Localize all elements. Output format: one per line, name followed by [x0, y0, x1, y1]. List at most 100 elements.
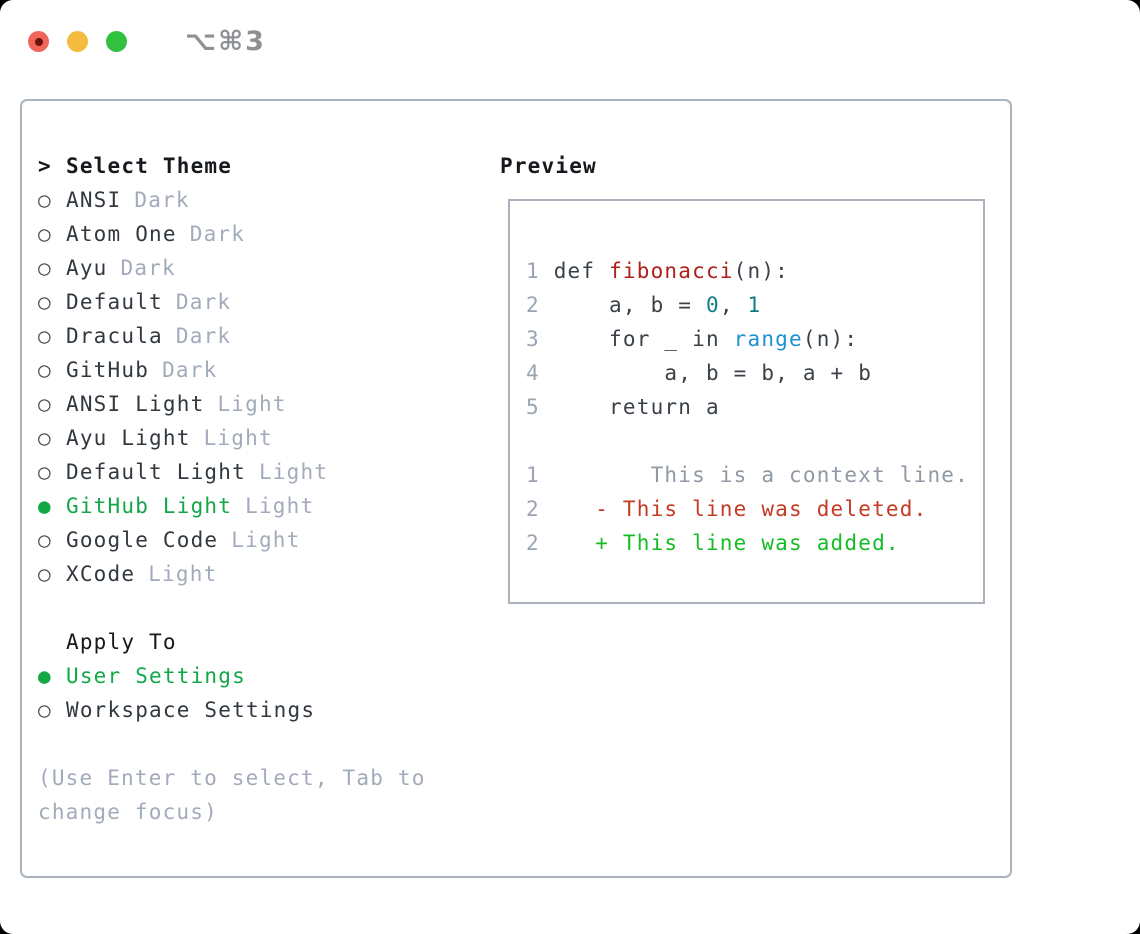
theme-option-google-code[interactable]: ○ Google Code Light [38, 523, 500, 557]
diff-line: 1 This is a context line. [526, 458, 983, 492]
theme-options-list: ○ ANSI Dark ○ Atom One Dark ○ Ayu Dark ○… [38, 183, 500, 591]
maximize-button[interactable] [106, 31, 127, 52]
theme-option-ansi[interactable]: ○ ANSI Dark [38, 183, 500, 217]
window-titlebar: ⌥⌘3 [28, 26, 266, 57]
radio-icon: ○ [38, 392, 52, 416]
theme-name: XCode [66, 562, 136, 586]
theme-option-default[interactable]: ○ Default Dark [38, 285, 500, 319]
radio-icon: ○ [38, 290, 52, 314]
theme-name: ANSI Light [66, 392, 205, 416]
code-segment-del: - This line was deleted. [553, 497, 928, 521]
apply-option-label: Workspace Settings [66, 698, 316, 722]
theme-name: Dracula [66, 324, 163, 348]
code-line: 5 return a [526, 390, 983, 424]
code-segment-fg: a, b = [553, 293, 706, 317]
apply-to-options-list: ● User Settings ○ Workspace Settings [38, 659, 500, 727]
theme-option-xcode[interactable]: ○ XCode Light [38, 557, 500, 591]
select-theme-label: Select Theme [66, 154, 233, 178]
theme-name: Default Light [66, 460, 246, 484]
theme-name: Ayu [66, 256, 108, 280]
theme-variant: Dark [175, 324, 232, 348]
code-segment-add: + This line was added. [553, 531, 900, 555]
preview-header: Preview [500, 154, 597, 178]
code-line: 4 a, b = b, a + b [526, 356, 983, 390]
code-segment-builtin: range [733, 327, 803, 351]
line-number: 3 [526, 327, 554, 351]
theme-option-ayu-light[interactable]: ○ Ayu Light Light [38, 421, 500, 455]
code-segment-func: fibonacci [609, 259, 734, 283]
radio-icon: ● [38, 494, 52, 518]
theme-variant: Dark [134, 188, 190, 212]
line-number: 1 [526, 259, 554, 283]
code-segment-fg: def [553, 259, 610, 283]
radio-icon: ○ [38, 222, 52, 246]
code-segment-ctx: This is a context line. [553, 463, 969, 487]
spacer [38, 591, 500, 625]
theme-variant: Dark [120, 256, 176, 280]
theme-variant: Light [258, 460, 329, 484]
theme-variant: Dark [175, 290, 232, 314]
code-segment-fg: return a [553, 395, 720, 419]
radio-icon: ○ [38, 324, 52, 348]
code-segment-fg: for _ in [553, 327, 734, 351]
line-number: 2 [526, 531, 554, 555]
blank-line [526, 424, 983, 458]
theme-option-ayu[interactable]: ○ Ayu Dark [38, 251, 500, 285]
code-line: 2 a, b = 0, 1 [526, 288, 983, 322]
line-number: 1 [526, 463, 554, 487]
code-segment-fg: , [719, 293, 748, 317]
apply-option-label: User Settings [66, 664, 246, 688]
radio-icon: ○ [38, 256, 52, 280]
theme-settings-panel: > Select Theme ○ ANSI Dark ○ Atom One Da… [20, 99, 1012, 878]
spacer [38, 727, 500, 761]
theme-option-default-light[interactable]: ○ Default Light Light [38, 455, 500, 489]
theme-option-ansi-light[interactable]: ○ ANSI Light Light [38, 387, 500, 421]
code-segment-num: 1 [747, 293, 762, 317]
theme-name: ANSI [66, 188, 122, 212]
theme-name: GitHub [66, 358, 150, 382]
theme-name: Atom One [66, 222, 177, 246]
apply-to-label: Apply To [66, 630, 177, 654]
theme-variant: Light [217, 392, 287, 416]
help-text-line-2: change focus) [38, 800, 218, 824]
code-line: 3 for _ in range(n): [526, 322, 983, 356]
apply-option-user-settings[interactable]: ● User Settings [38, 659, 500, 693]
line-number: 2 [526, 497, 554, 521]
focus-caret-icon: > [38, 154, 52, 178]
theme-name: GitHub Light [66, 494, 233, 518]
theme-option-github[interactable]: ○ GitHub Dark [38, 353, 500, 387]
code-segment-fg: (n): [733, 259, 790, 283]
line-number: 5 [526, 395, 554, 419]
select-theme-header: > Select Theme [38, 149, 500, 183]
code-segment-num: 0 [705, 293, 720, 317]
theme-option-atom-one[interactable]: ○ Atom One Dark [38, 217, 500, 251]
diff-line: 2 - This line was deleted. [526, 492, 983, 526]
theme-name: Google Code [66, 528, 219, 552]
line-number: 4 [526, 361, 554, 385]
theme-name: Default [66, 290, 163, 314]
help-text-line-1: (Use Enter to select, Tab to [38, 766, 426, 790]
theme-option-dracula[interactable]: ○ Dracula Dark [38, 319, 500, 353]
radio-icon: ○ [38, 188, 52, 212]
theme-variant: Light [203, 426, 273, 450]
theme-variant: Light [245, 494, 315, 518]
theme-variant: Light [148, 562, 218, 586]
preview-column: Preview 1 def fibonacci(n):2 a, b = 0, 1… [500, 149, 996, 876]
code-segment-fg: a, b = b, a + b [553, 361, 873, 385]
apply-to-header: Apply To [38, 625, 500, 659]
minimize-button[interactable] [67, 31, 88, 52]
unsaved-indicator-dot [34, 37, 43, 46]
code-line: 1 def fibonacci(n): [526, 254, 983, 288]
theme-option-github-light[interactable]: ● GitHub Light Light [38, 489, 500, 523]
theme-variant: Dark [162, 358, 218, 382]
line-number: 2 [526, 293, 554, 317]
theme-name: Ayu Light [66, 426, 191, 450]
diff-line: 2 + This line was added. [526, 526, 983, 560]
radio-icon: ● [38, 664, 52, 688]
apply-option-workspace-settings[interactable]: ○ Workspace Settings [38, 693, 500, 727]
close-button[interactable] [28, 31, 49, 52]
radio-icon: ○ [38, 698, 52, 722]
code-segment-fg: (n): [802, 327, 859, 351]
line-number [526, 429, 554, 453]
